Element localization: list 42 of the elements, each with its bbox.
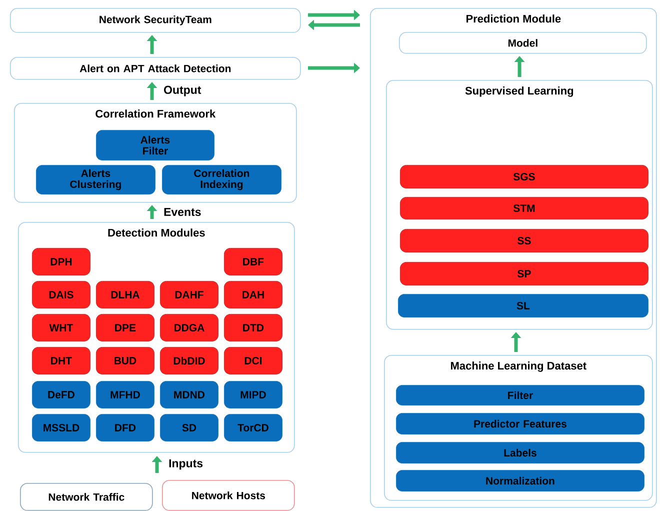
edge-label: Inputs bbox=[169, 459, 203, 470]
process-box: Network SecurityTeam bbox=[10, 8, 301, 33]
process-box: MIPD bbox=[224, 381, 282, 408]
process-box: SL bbox=[398, 294, 648, 318]
process-box: Alerts Clustering bbox=[36, 165, 156, 194]
input-box: Network Traffic bbox=[20, 483, 153, 511]
module-box: DAH bbox=[224, 281, 282, 308]
process-box: MSSLD bbox=[32, 414, 90, 442]
module-box: DAIS bbox=[32, 281, 90, 308]
process-box: Labels bbox=[396, 442, 644, 464]
module-box: STM bbox=[400, 197, 648, 220]
module-box: WHT bbox=[32, 314, 90, 342]
process-box: Alert on APT Attack Detection bbox=[10, 57, 301, 80]
process-box: MDND bbox=[160, 381, 218, 408]
module-box: SS bbox=[400, 229, 648, 252]
process-box: Normalization bbox=[396, 470, 644, 492]
module-box: SP bbox=[400, 262, 648, 286]
module-box: DPE bbox=[96, 314, 154, 342]
module-box: DTD bbox=[224, 314, 282, 342]
module-box: BUD bbox=[96, 347, 154, 374]
module-box: DPH bbox=[32, 248, 90, 276]
process-box: Filter bbox=[396, 385, 644, 406]
process-box: Correlation Indexing bbox=[162, 165, 282, 194]
process-box: TorCD bbox=[224, 414, 282, 442]
module-box: DLHA bbox=[96, 281, 154, 308]
module-box: DAHF bbox=[160, 281, 218, 308]
edge-label: Output bbox=[164, 86, 202, 96]
module-box: DBF bbox=[224, 248, 282, 276]
input-box: Network Hosts bbox=[162, 480, 295, 511]
module-box: DbDID bbox=[160, 347, 218, 374]
process-box: Alerts Filter bbox=[96, 130, 214, 160]
module-box: DHT bbox=[32, 347, 90, 374]
module-box: DDGA bbox=[160, 314, 218, 342]
process-box: Predictor Features bbox=[396, 413, 644, 434]
module-box: DCI bbox=[224, 347, 282, 374]
process-box: DeFD bbox=[32, 381, 90, 408]
process-box: SD bbox=[160, 414, 218, 442]
module-box: SGS bbox=[400, 165, 648, 188]
process-box: DFD bbox=[96, 414, 154, 442]
edge-label: Events bbox=[164, 208, 201, 216]
process-box: Model bbox=[399, 32, 647, 54]
process-box: MFHD bbox=[96, 381, 154, 408]
